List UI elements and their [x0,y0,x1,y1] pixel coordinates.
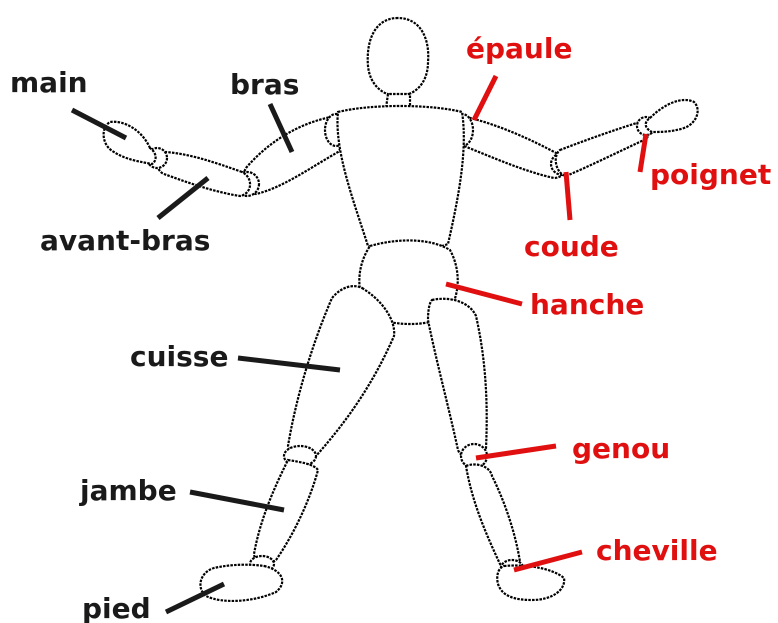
torso [337,106,463,251]
shin-right [466,464,520,568]
label-pied: pied [82,592,151,623]
label-genou: genou [572,432,670,465]
label-cheville: cheville [596,534,718,567]
leader-epaule [474,76,496,120]
label-main: main [10,66,88,99]
forearm-right [556,122,649,176]
upper-arm-right [456,116,565,178]
forearm-left [157,152,250,196]
hand-right [646,100,698,132]
thigh-left [288,286,394,457]
label-bras: bras [230,68,299,101]
thigh-right [428,299,487,457]
label-cuisse: cuisse [130,340,228,373]
label-coude: coude [524,230,619,263]
shin-left [254,460,318,563]
label-epaule: épaule [466,32,572,65]
foot-left [200,565,282,601]
leader-coude [566,172,570,220]
label-hanche: hanche [530,288,644,321]
foot-right [497,566,564,601]
leader-avant-bras [158,178,208,218]
label-jambe: jambe [79,474,177,507]
label-avant-bras: avant-bras [40,224,210,257]
label-poignet: poignet [650,158,771,191]
leader-genou [476,446,556,458]
head [368,18,429,96]
leader-cheville [514,552,582,570]
